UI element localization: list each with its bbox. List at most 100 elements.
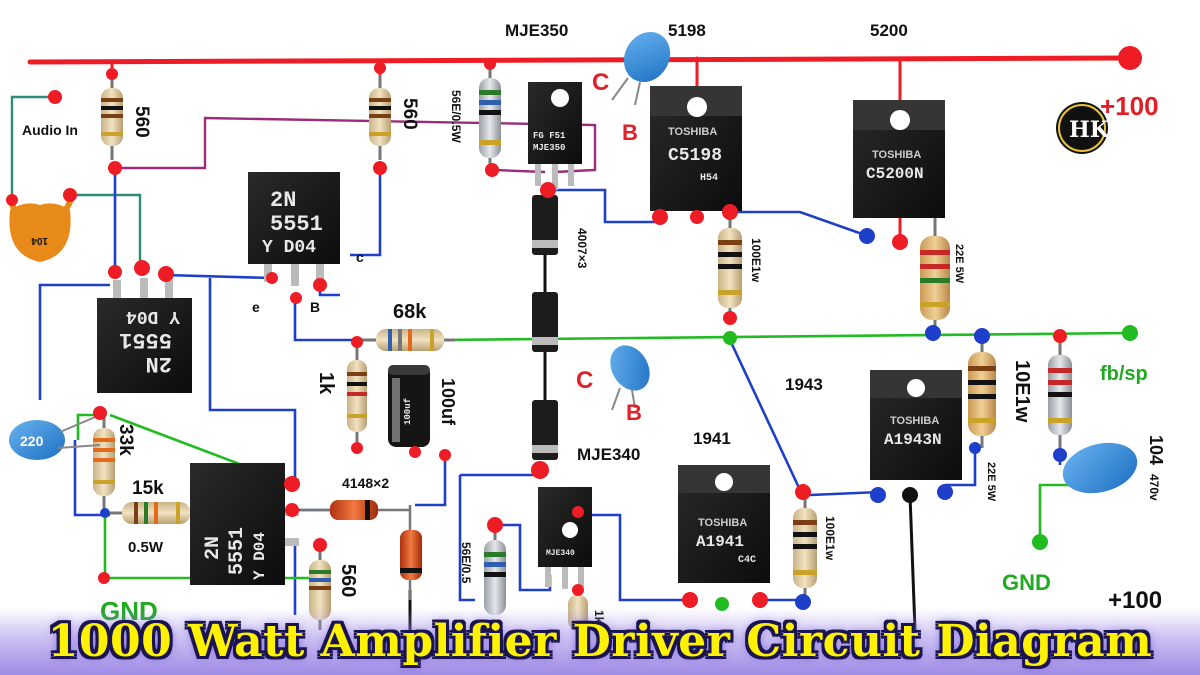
label-r100e-bottom: 100E1w <box>823 516 837 561</box>
resistor-22e-top <box>920 215 950 330</box>
label-diode-4007: 4007×3 <box>575 228 589 269</box>
blue-wire <box>293 300 370 342</box>
resistor-100e-bottom <box>793 492 817 600</box>
label-r15k-watt: 0.5W <box>128 539 164 556</box>
resistor-10e <box>968 338 996 448</box>
q3-marking-1: 2N <box>202 536 225 560</box>
speaker-wire <box>908 494 917 631</box>
diode-4148-vertical <box>400 505 422 600</box>
resistor-560-left <box>101 75 123 160</box>
transistor-2n5551-left: 2N 5551 Y D04 <box>97 278 192 393</box>
mje340-body-text: MJE340 <box>546 549 575 558</box>
q1-marking-3: Y D04 <box>262 238 316 258</box>
purple-wire <box>115 116 597 174</box>
label-gnd-right: GND <box>1002 570 1051 595</box>
q3-marking-3: Y D04 <box>251 532 269 580</box>
label-cap220: 220 <box>20 433 44 449</box>
audio-in-terminal <box>48 90 62 104</box>
capacitor-104-right <box>1062 442 1138 494</box>
hk-logo: HK <box>1056 102 1110 154</box>
q2-marking-2: 5551 <box>119 327 172 352</box>
blue-wire <box>208 278 297 480</box>
a1941-brand: TOSHIBA <box>698 517 747 529</box>
blue-wire <box>415 455 447 507</box>
audio-in-wire <box>10 95 55 200</box>
label-r560-mid: 560 <box>399 98 420 130</box>
resistor-15k <box>110 502 200 524</box>
label-pin-e: e <box>252 299 260 315</box>
label-r1k: 1k <box>315 372 337 395</box>
transistor-a1941: TOSHIBA A1941 C4C <box>678 465 770 583</box>
resistor-56e-bottom <box>484 525 506 615</box>
label-cap104-right-v: 470v <box>1147 474 1161 501</box>
q2-marking-1: 2N <box>146 351 172 376</box>
blue-wire <box>728 339 802 491</box>
label-r56e-top: 56E/0.5W <box>449 90 463 143</box>
label-b-upper: B <box>622 120 638 145</box>
capacitor-100uf: 100uf <box>388 365 430 447</box>
label-pin-c: c <box>356 249 364 265</box>
label-r10e: 10E1w <box>1011 360 1033 423</box>
label-1941: 1941 <box>693 429 731 448</box>
q2-marking-3: Y D04 <box>126 306 180 326</box>
blue-wire <box>730 210 866 237</box>
gnd-terminal-right <box>1032 534 1048 550</box>
teal-wire <box>70 193 142 270</box>
label-r33k: 33k <box>115 424 136 456</box>
label-r560-bottom: 560 <box>337 564 359 597</box>
label-r100e-top: 100E1w <box>749 238 763 283</box>
label-r22e-top: 22E 5W <box>953 244 965 284</box>
label-audio-in: Audio In <box>22 122 78 138</box>
capacitor-220 <box>9 414 101 460</box>
blue-wire <box>555 188 660 224</box>
resistor-560-mid <box>369 75 391 160</box>
q3-marking-2: 5551 <box>226 527 249 575</box>
blue-wire <box>38 283 110 400</box>
blue-wire <box>460 470 542 477</box>
transistor-c5198: TOSHIBA C5198 H54 <box>650 86 742 211</box>
label-fb-sp: fb/sp <box>1100 363 1148 385</box>
fb-terminal <box>1122 325 1138 341</box>
blue-wire <box>809 490 881 497</box>
c5200-brand: TOSHIBA <box>872 149 921 161</box>
green-wire <box>76 413 100 440</box>
resistor-56e-top <box>479 60 501 170</box>
diode-4007-3 <box>532 400 558 460</box>
blue-wire <box>164 273 273 280</box>
capacitor-104-left <box>8 194 75 262</box>
resistor-1k <box>347 340 367 450</box>
label-5200: 5200 <box>870 21 908 40</box>
label-r22e-right: 22E 5W <box>985 462 997 502</box>
cap-100uf-marking: 100uf <box>403 398 413 425</box>
blue-wire <box>350 168 382 257</box>
transistor-2n5551-bottom: 2N 5551 Y D04 <box>190 463 299 585</box>
label-r15k: 15k <box>132 478 164 499</box>
transistor-mje350: FG F51 MJE350 <box>528 82 582 190</box>
diode-4148-horizontal <box>300 500 410 520</box>
page-title: 1000 Watt Amplifier Driver Circuit Diagr… <box>47 616 1153 667</box>
label-mje340: MJE340 <box>577 445 640 464</box>
label-mje350: MJE350 <box>505 21 568 40</box>
c5200-body-text: C5200N <box>866 165 924 183</box>
rail-terminal <box>1118 46 1142 70</box>
q1-marking-2: 5551 <box>270 212 323 237</box>
transistor-a1943: TOSHIBA A1943N <box>870 370 962 480</box>
resistor-68k <box>360 329 455 351</box>
a1941-sub: C4C <box>738 555 756 566</box>
blue-wire <box>458 475 475 602</box>
label-b-lower: B <box>626 400 642 425</box>
diode-4007-2 <box>532 292 558 352</box>
label-1943: 1943 <box>785 375 823 394</box>
label-cap100uf: 100uf <box>438 378 458 426</box>
a1941-body-text: A1941 <box>696 533 744 551</box>
hk-logo-text: HK <box>1069 117 1110 143</box>
resistor-33k <box>93 412 115 510</box>
a1943-body-text: A1943N <box>884 431 942 449</box>
label-diode-4148: 4148×2 <box>342 475 389 491</box>
label-r68k: 68k <box>393 301 427 323</box>
diode-4007-1 <box>532 195 558 255</box>
a1943-brand: TOSHIBA <box>890 415 939 427</box>
transistor-mje340: MJE340 <box>538 487 592 589</box>
label-5198: 5198 <box>668 21 706 40</box>
